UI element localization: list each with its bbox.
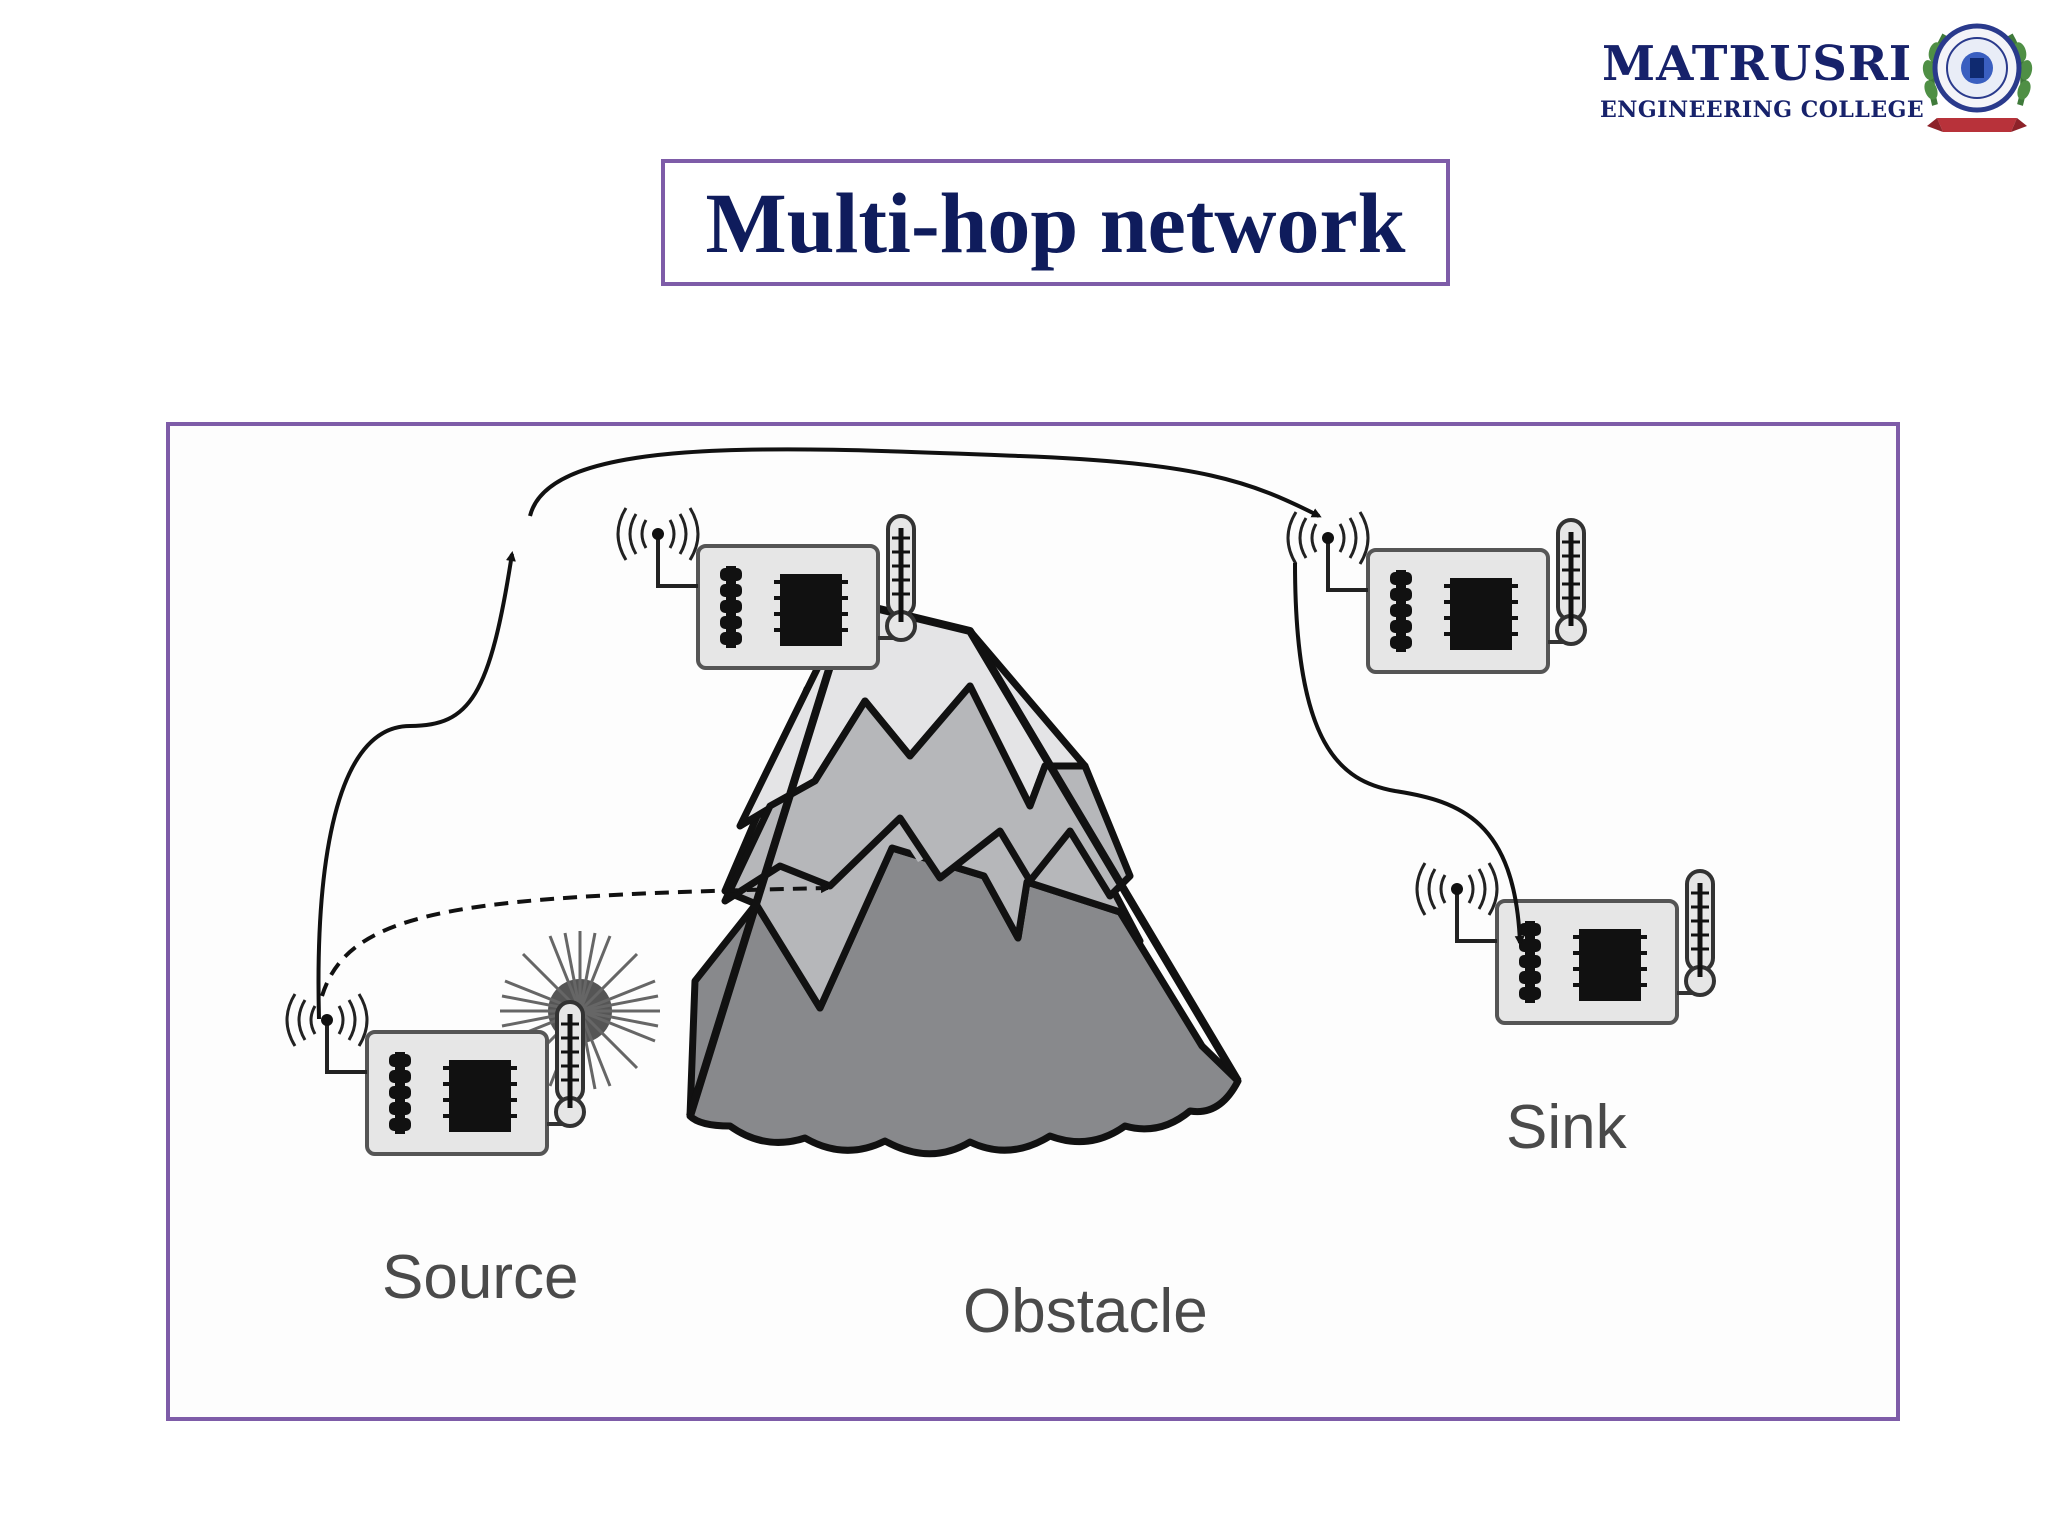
page-title: Multi-hop network — [705, 174, 1406, 271]
obstacle-label: Obstacle — [963, 1277, 1208, 1346]
multi-hop-diagram — [170, 447, 1896, 1158]
diagram-frame: Source Obstacle Sink — [166, 422, 1900, 1421]
college-emblem-icon — [1922, 23, 2033, 132]
relay-sensor-node-2 — [1288, 512, 1585, 672]
title-box: Multi-hop network — [661, 159, 1450, 286]
obstacle-mountain — [686, 598, 1242, 1158]
hop-paths — [316, 447, 1525, 1020]
sink-sensor-node — [1417, 863, 1714, 1023]
source-label: Source — [382, 1243, 579, 1312]
sink-label: Sink — [1506, 1093, 1627, 1162]
relay-sensor-node-1 — [618, 508, 915, 668]
logo-name: MATRUSRI — [1602, 36, 1913, 92]
college-logo: MATRUSRI ENGINEERING COLLEGE — [1590, 10, 2040, 140]
logo-subtitle: ENGINEERING COLLEGE — [1600, 97, 1925, 123]
